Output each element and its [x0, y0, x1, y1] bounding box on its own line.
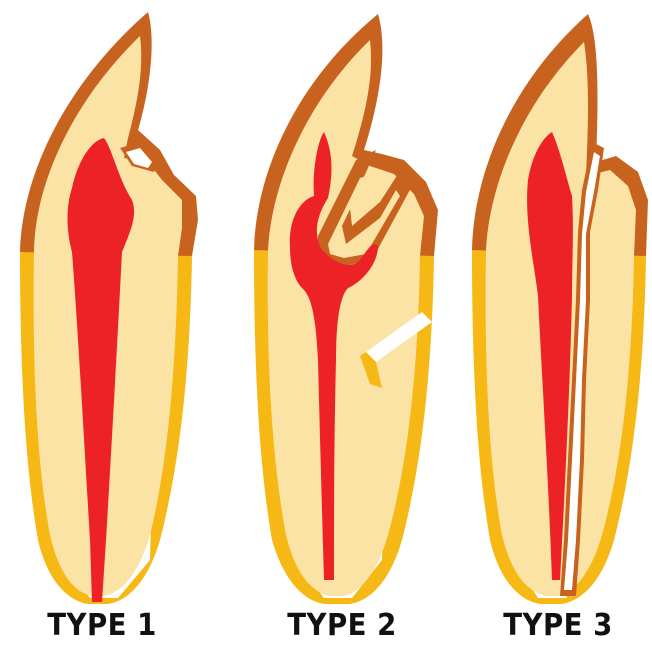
tooth-type-1: [20, 12, 198, 604]
tooth-type-2: [254, 14, 438, 604]
label-type-3: TYPE 3: [484, 606, 631, 646]
tooth-type-3: [472, 14, 648, 604]
label-type-1: TYPE 1: [28, 606, 175, 646]
label-type-2: TYPE 2: [268, 606, 415, 646]
